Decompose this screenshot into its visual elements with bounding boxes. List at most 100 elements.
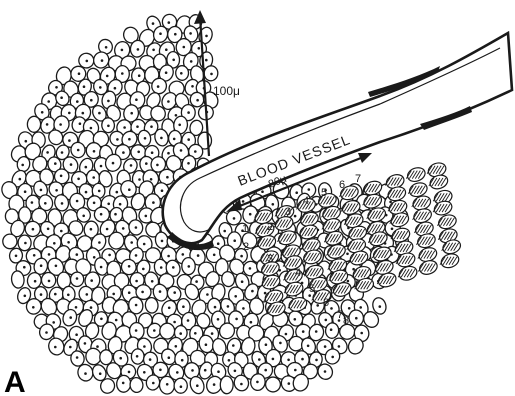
cell-nucleus [143, 243, 146, 246]
cell-nucleus [108, 254, 111, 257]
cell-nucleus [31, 201, 34, 204]
cell-nucleus [135, 98, 138, 101]
cell-nucleus [141, 291, 144, 294]
cell-nucleus [46, 123, 49, 126]
cell-nucleus [135, 304, 138, 307]
cell-nucleus [181, 359, 184, 362]
cell-nucleus [144, 137, 147, 140]
cell-nucleus [40, 189, 43, 192]
cell-nucleus [294, 215, 297, 218]
cell-nucleus [379, 305, 382, 308]
cell-nucleus [179, 332, 182, 335]
cell-nucleus [174, 33, 177, 36]
cell-nucleus [98, 112, 101, 115]
cell-nucleus [160, 266, 163, 269]
cell-nucleus [90, 306, 93, 309]
cell-nucleus [93, 202, 96, 205]
cell-nucleus [167, 152, 170, 155]
cell-nucleus [180, 385, 183, 388]
cell-nucleus [98, 241, 101, 244]
cell-number: 5 [321, 187, 327, 199]
cell-nucleus [119, 203, 122, 206]
cell-nucleus [295, 191, 298, 194]
cell-nucleus [242, 200, 245, 203]
cell-nucleus [191, 369, 194, 372]
cell-nucleus [114, 213, 117, 216]
cell-nucleus [213, 254, 216, 257]
cell-nucleus [233, 217, 236, 220]
cell-nucleus [287, 359, 290, 362]
cell-nucleus [150, 178, 153, 181]
cell-nucleus [165, 71, 168, 74]
cell-nucleus [227, 305, 230, 308]
cell-nucleus [191, 85, 194, 88]
cell-nucleus [175, 114, 178, 117]
cell-nucleus [69, 316, 72, 319]
cell-nucleus [45, 331, 48, 334]
cell [220, 376, 233, 394]
cell-nucleus [46, 151, 49, 154]
cell-nucleus [180, 149, 183, 152]
cell-nucleus [159, 32, 162, 35]
cell-nucleus [189, 32, 192, 35]
cell-nucleus [355, 317, 358, 320]
cell-nucleus [130, 241, 133, 244]
cell-nucleus [389, 201, 392, 204]
cell-nucleus [130, 164, 133, 167]
cell-nucleus [138, 178, 141, 181]
cell-nucleus [261, 190, 264, 193]
hatched-cell [418, 258, 439, 276]
cell-nucleus [83, 85, 86, 88]
cell-nucleus [60, 175, 63, 178]
cell-nucleus [197, 254, 200, 257]
cell-nucleus [128, 291, 131, 294]
cell [27, 116, 41, 132]
cell-nucleus [285, 333, 288, 336]
cell-nucleus [241, 280, 244, 283]
cell-nucleus [308, 188, 311, 191]
cell-nucleus [84, 372, 87, 375]
cell-nucleus [347, 280, 350, 283]
cell-nucleus [54, 162, 57, 165]
cell-nucleus [195, 280, 198, 283]
cell-nucleus [77, 178, 80, 181]
cell-nucleus [48, 280, 51, 283]
cell-nucleus [44, 202, 47, 205]
cell-nucleus [32, 306, 35, 309]
cell-number: 7 [355, 173, 361, 185]
cell-number: 6 [323, 297, 329, 309]
cell-nucleus [98, 190, 101, 193]
cell-nucleus [359, 306, 362, 309]
cell-nucleus [55, 86, 58, 89]
cell-nucleus [33, 254, 36, 257]
cell [108, 232, 124, 250]
cell-nucleus [107, 100, 110, 103]
cell-nucleus [352, 268, 355, 271]
cell-nucleus [183, 46, 186, 49]
cell-nucleus [54, 346, 57, 349]
cell-nucleus [165, 48, 168, 51]
cell-nucleus [41, 111, 44, 114]
cell-nucleus [294, 369, 297, 372]
cell-nucleus [167, 255, 170, 258]
cell-nucleus [82, 112, 85, 115]
cell-number: 4 [303, 195, 309, 207]
cell-nucleus [173, 138, 176, 141]
cell-nucleus [67, 294, 70, 297]
cell-nucleus [53, 242, 56, 245]
cell-nucleus [75, 333, 78, 336]
cell-nucleus [331, 356, 334, 359]
cell-nucleus [128, 371, 131, 374]
cell-nucleus [100, 213, 103, 216]
cell-nucleus [99, 372, 102, 375]
cell-nucleus [324, 370, 327, 373]
cell-nucleus [68, 139, 71, 142]
cell-nucleus [173, 321, 176, 324]
cell-nucleus [119, 357, 122, 360]
cell-nucleus [161, 240, 164, 243]
cell-nucleus [70, 163, 73, 166]
cell-nucleus [107, 203, 110, 206]
cell-nucleus [217, 318, 220, 321]
cell-nucleus [25, 140, 28, 143]
cell-nucleus [76, 277, 79, 280]
